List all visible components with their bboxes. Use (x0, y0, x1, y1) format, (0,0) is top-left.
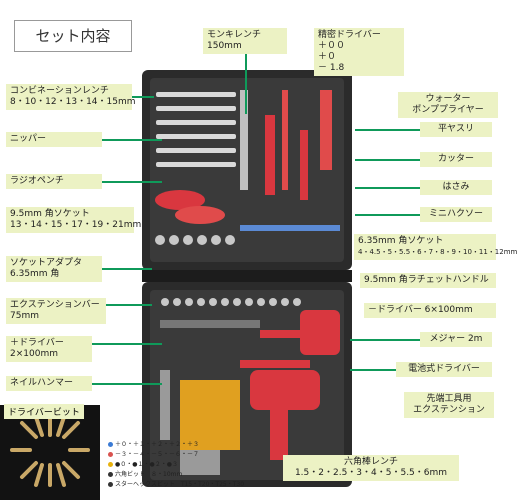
tip-extension-label: 先端工具用 エクステンション (404, 392, 494, 418)
bullet-icon (108, 442, 113, 447)
tool-case-image (142, 70, 352, 487)
nail-hammer-label: ネイルハンマー (6, 376, 92, 391)
cutter-label: カッター (420, 152, 492, 167)
water-pump-pliers-label: ウォーター ポンププライヤー (398, 92, 498, 118)
mini-hacksaw-label: ミニハクソー (420, 207, 492, 222)
bit-legend-row: 六角ビット ８・10mm (108, 471, 182, 479)
extension-bar-label: エクステンションバー 75mm (6, 298, 106, 324)
minus-driver-label: －ドライバー 6×100mm (364, 303, 496, 318)
bit-legend-row: －３・－４・－５・－６・－７ (108, 451, 199, 459)
driver-bit-label: ドライバービット (4, 404, 84, 419)
bullet-icon (108, 462, 113, 467)
nipper-label: ニッパー (6, 132, 102, 147)
ratchet-handle-label: 9.5mm 角ラチェットハンドル (360, 273, 496, 288)
precision-driver-label: 精密ドライバー ＋００ ＋０ － 1.8 (314, 28, 404, 76)
measure-label: メジャー 2m (420, 332, 492, 347)
battery-driver-label: 電池式ドライバー (396, 362, 492, 377)
socket-9-5-label: 9.5mm 角ソケット 13・14・15・17・19・21mm (6, 207, 141, 233)
bullet-icon (108, 452, 113, 457)
bit-legend-row: ＋０・＋１・＋２・＋２・＋３ (108, 441, 199, 449)
plus-driver-label: ＋ドライバー 2×100mm (6, 336, 92, 362)
bullet-icon (108, 482, 113, 487)
bit-legend-row: スターヘックスビット T15・T20・T25・T30 (108, 481, 244, 489)
flat-file-label: 平ヤスリ (420, 122, 492, 137)
driver-bits-image (0, 405, 100, 500)
radio-pliers-label: ラジオペンチ (6, 174, 102, 189)
page-title: セット内容 (14, 20, 132, 52)
monkey-wrench-label: モンキレンチ 150mm (203, 28, 287, 54)
hex-wrench-label: 六角棒レンチ 1.5・2・2.5・3・4・5・5.5・6mm (283, 455, 459, 481)
scissors-label: はさみ (420, 180, 492, 195)
bit-legend-row: ●０・●１・●２・●３ (108, 461, 178, 469)
socket-adapter-label: ソケットアダプタ 6.35mm 角 (6, 256, 102, 282)
bullet-icon (108, 472, 113, 477)
socket-6-35-label: 6.35mm 角ソケット 4・4.5・5・5.5・6・7・8・9・10・11・1… (354, 234, 517, 260)
combination-wrench-label: コンビネーションレンチ 8・10・12・13・14・15mm (6, 84, 136, 110)
